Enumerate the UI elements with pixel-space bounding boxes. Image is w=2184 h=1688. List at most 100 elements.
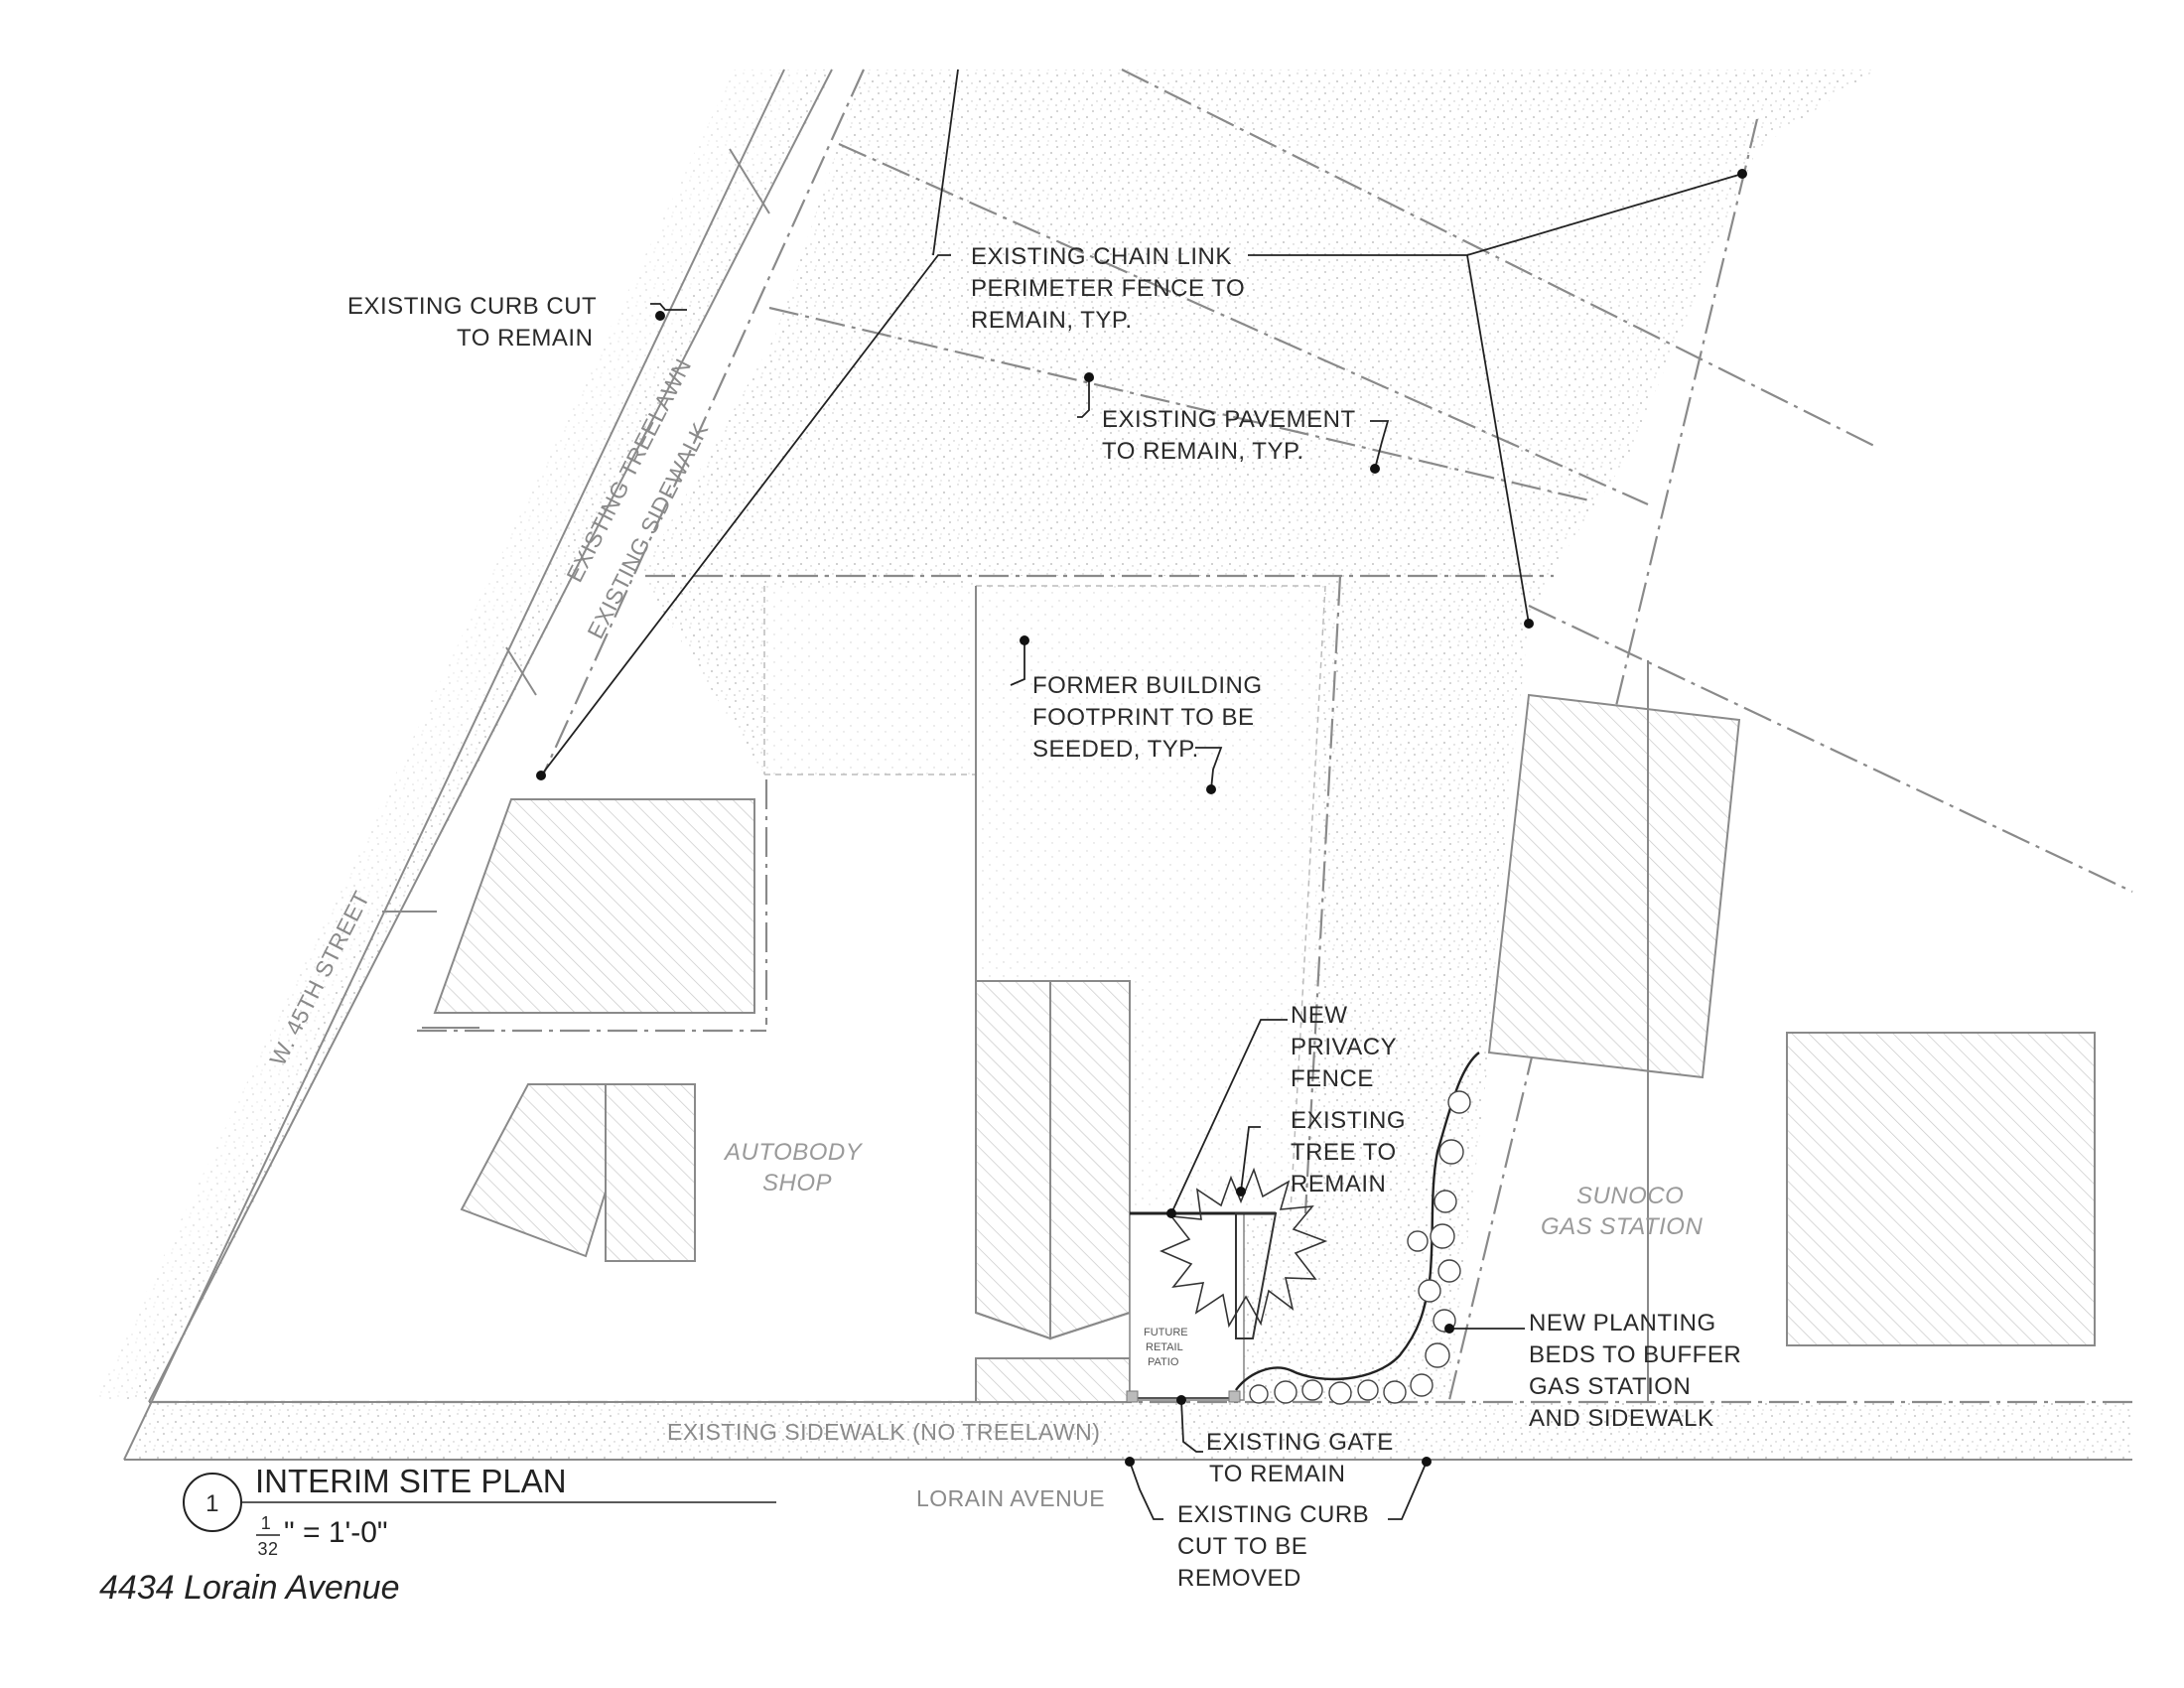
note-line: SEEDED, TYP. <box>1032 736 1199 763</box>
leader-dot <box>1125 1457 1135 1467</box>
shrub <box>1357 1379 1379 1401</box>
future-retail-patio <box>1129 1212 1245 1401</box>
shrub <box>1447 1090 1471 1114</box>
autobody-wing-a <box>975 980 1051 1340</box>
shrub <box>1274 1380 1297 1404</box>
note-line: EXISTING <box>1291 1107 1406 1134</box>
gate-post-left <box>1126 1390 1139 1403</box>
middle-pavement <box>640 576 1549 1400</box>
scale-text: " = 1'-0" <box>284 1516 388 1549</box>
planting-bed-edge <box>1235 1052 1480 1391</box>
shrub <box>1410 1373 1433 1397</box>
pavement-areas <box>93 70 2132 1460</box>
note-line: AND SIDEWALK <box>1529 1405 1713 1432</box>
shrub <box>1438 1139 1464 1165</box>
shrub <box>1425 1342 1450 1368</box>
leader-dot <box>1176 1395 1186 1405</box>
patio-label-2: RETAIL <box>1146 1341 1183 1353</box>
buildings <box>433 660 2096 1403</box>
leader-dot <box>1020 635 1029 645</box>
note-line: FORMER BUILDING <box>1032 672 1263 699</box>
note-existing-gate: EXISTING GATE TO REMAIN <box>1206 1429 1394 1487</box>
scale-denominator: 32 <box>257 1539 278 1559</box>
leader-dot <box>1737 169 1747 179</box>
shrub <box>1433 1190 1457 1213</box>
north-pavement <box>640 70 1876 576</box>
shrub-group <box>1249 1090 1471 1405</box>
note-line: TO REMAIN, TYP. <box>1102 438 1304 465</box>
drawing-title: INTERIM SITE PLAN <box>255 1463 567 1499</box>
footprint-outlines <box>763 585 1326 1212</box>
shrub <box>1430 1223 1455 1249</box>
patio-label-1: FUTURE <box>1144 1327 1188 1338</box>
lorain-avenue-label: LORAIN AVENUE <box>916 1485 1105 1511</box>
note-line: REMAIN, TYP. <box>971 307 1133 334</box>
autobody-label-1: AUTOBODY <box>723 1139 864 1166</box>
note-line: EXISTING CHAIN LINK <box>971 243 1232 270</box>
patio-label-3: PATIO <box>1148 1356 1179 1368</box>
note-privacy-fence: NEW PRIVACY FENCE <box>1291 1002 1397 1092</box>
project-address: 4434 Lorain Avenue <box>99 1569 399 1607</box>
planting-beds <box>1235 1052 1480 1405</box>
note-line: EXISTING CURB CUT <box>347 293 597 320</box>
autobody-label-2: SHOP <box>762 1170 832 1196</box>
leader-lines <box>540 69 1743 1520</box>
note-chain-link-fence: EXISTING CHAIN LINK PERIMETER FENCE TO R… <box>971 243 1245 334</box>
shrub <box>1407 1230 1429 1252</box>
note-line: REMAIN <box>1291 1171 1386 1197</box>
leader-dot <box>1524 619 1534 629</box>
note-line: TO REMAIN <box>1209 1461 1345 1487</box>
south-sidewalk <box>124 1402 2132 1460</box>
note-line: PERIMETER FENCE TO <box>971 275 1245 302</box>
shrub <box>1301 1379 1323 1401</box>
note-line: FOOTPRINT TO BE <box>1032 704 1255 731</box>
note-line: TREE TO <box>1291 1139 1397 1166</box>
shrub <box>1437 1259 1461 1283</box>
small-building-right <box>605 1083 696 1262</box>
leader-dot <box>1370 464 1380 474</box>
sunoco-label-2: GAS STATION <box>1541 1213 1703 1240</box>
note-existing-tree: EXISTING TREE TO REMAIN <box>1291 1107 1406 1197</box>
former-footprint-west <box>764 586 976 774</box>
note-line: REMOVED <box>1177 1565 1301 1592</box>
note-line: TO REMAIN <box>457 325 593 352</box>
leader-dot <box>655 311 665 321</box>
note-line: NEW <box>1291 1002 1348 1029</box>
sunoco-label-1: SUNOCO <box>1576 1183 1684 1209</box>
existing-tree-canopy <box>1159 1167 1328 1329</box>
leader-dot <box>1084 372 1094 382</box>
note-line: FENCE <box>1291 1065 1374 1092</box>
note-line: BEDS TO BUFFER <box>1529 1341 1741 1368</box>
note-line: EXISTING GATE <box>1206 1429 1394 1456</box>
leader-dot <box>536 771 546 780</box>
leader-dot <box>1236 1187 1246 1196</box>
note-former-footprint: FORMER BUILDING FOOTPRINT TO BE SEEDED, … <box>1032 672 1263 763</box>
note-line: EXISTING CURB <box>1177 1501 1369 1528</box>
leader-dot <box>1422 1457 1432 1467</box>
shrub <box>1328 1381 1352 1405</box>
leader-dots <box>536 169 1747 1467</box>
small-building-left <box>460 1083 607 1258</box>
note-line: EXISTING PAVEMENT <box>1102 406 1356 433</box>
tree-trunk-shape <box>1235 1212 1278 1339</box>
shrub <box>1383 1380 1407 1404</box>
note-line: PRIVACY <box>1291 1034 1397 1060</box>
leader-dot <box>1166 1208 1176 1218</box>
note-curb-cut-remain: EXISTING CURB CUT TO REMAIN <box>347 293 597 352</box>
shrub <box>1249 1384 1269 1404</box>
patio-area: FUTURE RETAIL PATIO <box>1126 1167 1328 1403</box>
west-treelawn <box>93 70 809 1402</box>
gate-post-right <box>1228 1390 1241 1403</box>
sunoco-building <box>1786 1032 2096 1346</box>
corner-building <box>433 798 755 1014</box>
shrub <box>1418 1279 1441 1303</box>
leader-dot <box>1206 784 1216 794</box>
title-block: 1 INTERIM SITE PLAN 1 32 " = 1'-0" 4434 … <box>99 1463 776 1607</box>
note-curb-cut-removed: EXISTING CURB CUT TO BE REMOVED <box>1177 1501 1369 1592</box>
autobody-base <box>975 1357 1131 1403</box>
sunoco-canopy <box>1487 693 1741 1079</box>
south-sidewalk-label: EXISTING SIDEWALK (NO TREELAWN) <box>667 1419 1100 1445</box>
note-line: CUT TO BE <box>1177 1533 1307 1560</box>
note-planting-beds: NEW PLANTING BEDS TO BUFFER GAS STATION … <box>1529 1310 1741 1432</box>
